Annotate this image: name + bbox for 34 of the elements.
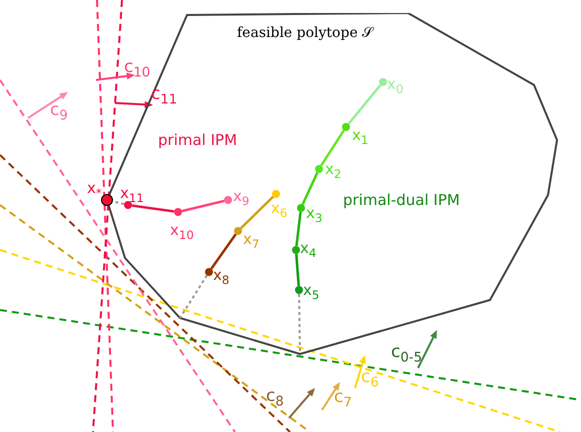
- point-label: x$_{9}$: [233, 186, 250, 206]
- cost-vector-label: c$_{11}$: [151, 84, 178, 104]
- point-label: x$_{10}$: [170, 220, 194, 240]
- path-segment: [302, 172, 318, 205]
- point-label: x$_{4}$: [300, 238, 316, 258]
- point-label: x$_{8}$: [213, 265, 230, 285]
- projection-line: [179, 274, 208, 319]
- path-segment: [132, 204, 174, 213]
- point-label: x$_{11}$: [120, 183, 144, 203]
- point-label: x$_{2}$: [325, 159, 342, 179]
- point-label: x$_{6}$: [271, 198, 288, 218]
- path-segment: [320, 130, 345, 166]
- path-segment: [295, 212, 302, 246]
- cost-vector-label: c$_{6}$: [361, 367, 379, 387]
- cost-vector-label: c$_{10}$: [124, 57, 150, 77]
- cost-vector-label: c$_{9}$: [50, 100, 68, 120]
- polytope-title: feasible polytope 𝒮: [237, 25, 374, 41]
- method-label: primal IPM: [158, 130, 238, 150]
- cost-vector-label: c$_{0-5}$: [391, 342, 422, 362]
- path-segment: [182, 200, 224, 212]
- point-label: x$_{1}$: [352, 125, 368, 145]
- point-label: x$_{7}$: [243, 229, 260, 249]
- point-label: x$_{*}$: [87, 178, 102, 198]
- path-segment: [240, 196, 274, 230]
- point-label: x$_{0}$: [387, 74, 404, 94]
- point-label: x$_{3}$: [306, 203, 322, 223]
- cost-vector-label: c$_{7}$: [334, 387, 352, 407]
- path-segment: [348, 84, 382, 125]
- projection-line: [112, 200, 124, 206]
- path-segment: [210, 234, 237, 270]
- point-label: x$_{5}$: [303, 280, 320, 300]
- path-segment: [295, 254, 300, 286]
- cost-vector-label: c$_{8}$: [266, 386, 284, 406]
- method-label: primal-dual IPM: [343, 190, 460, 210]
